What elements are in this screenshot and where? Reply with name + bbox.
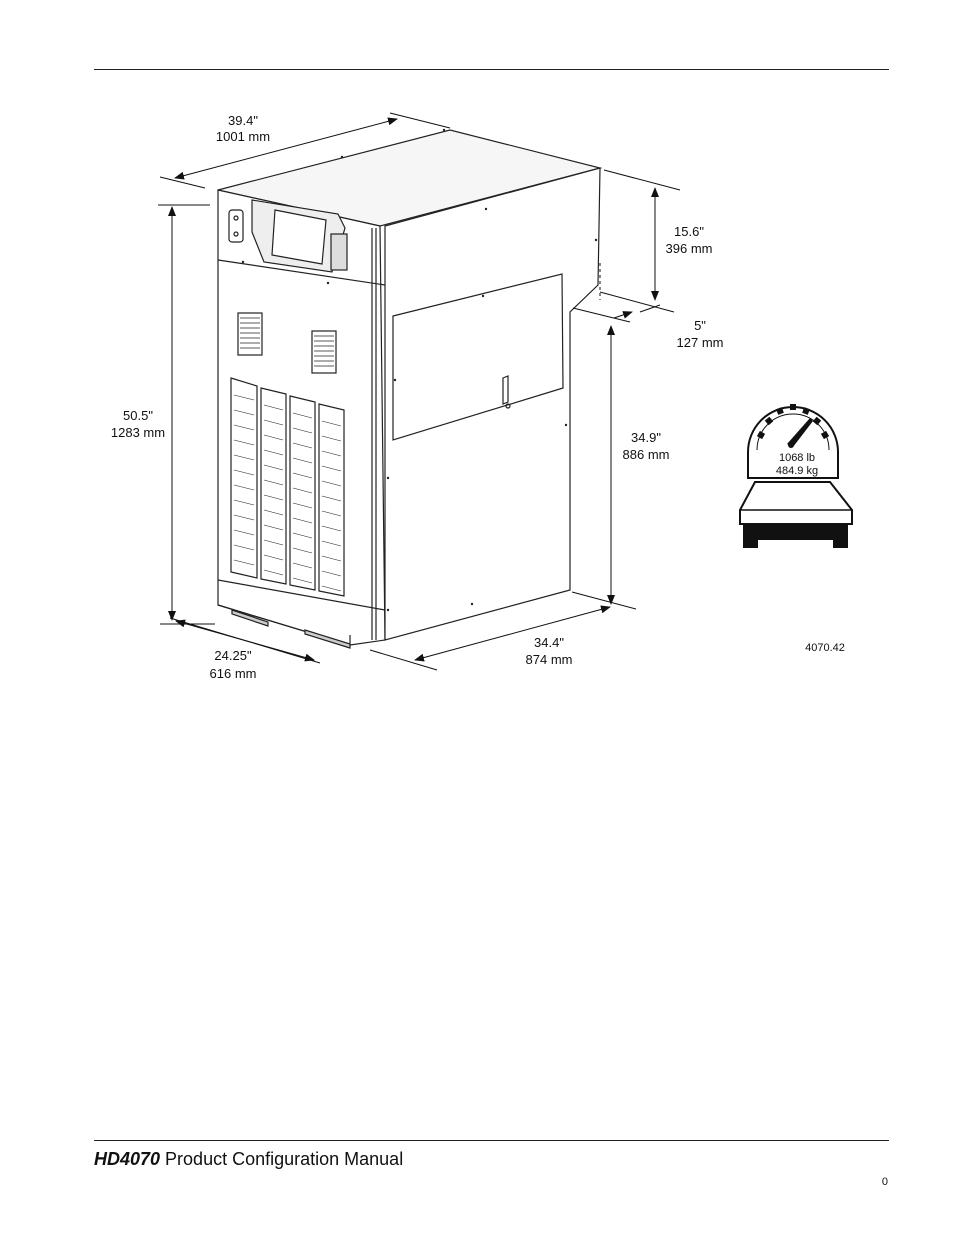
page-number: 0 <box>881 1176 888 1188</box>
manual-title: HD4070 Product Configuration Manual <box>94 1149 403 1170</box>
height-lower-mm: 886 mm <box>623 447 670 462</box>
width-front-inches: 24.25" <box>214 648 252 663</box>
height-total-mm: 1283 mm <box>111 425 165 440</box>
height-upper-mm: 396 mm <box>666 241 713 256</box>
model-name: HD4070 <box>94 1149 161 1169</box>
header-rule <box>94 69 889 70</box>
weight-scale-icon <box>739 404 853 548</box>
width-front-mm: 616 mm <box>210 666 257 681</box>
footer-rule <box>94 1140 889 1141</box>
dimension-drawing: 39.4" 1001 mm 50.5" 1283 mm 15.6" 396 mm… <box>111 112 853 681</box>
figure-id: 4070.42 <box>805 642 845 654</box>
weight-kg: 484.9 kg <box>776 465 818 477</box>
height-total-inches: 50.5" <box>123 408 153 423</box>
manual-title-text: Product Configuration Manual <box>160 1149 404 1169</box>
dimension-lines <box>158 112 681 671</box>
depth-top-inches: 39.4" <box>228 113 258 128</box>
step-inches: 5" <box>694 318 706 333</box>
depth-top-mm: 1001 mm <box>216 129 270 144</box>
weight-lb: 1068 lb <box>779 452 815 464</box>
step-mm: 127 mm <box>677 335 724 350</box>
height-upper-inches: 15.6" <box>674 224 704 239</box>
cabinet-illustration <box>217 128 603 649</box>
depth-bottom-mm: 874 mm <box>526 652 573 667</box>
depth-bottom-inches: 34.4" <box>534 635 564 650</box>
height-lower-inches: 34.9" <box>631 430 661 445</box>
